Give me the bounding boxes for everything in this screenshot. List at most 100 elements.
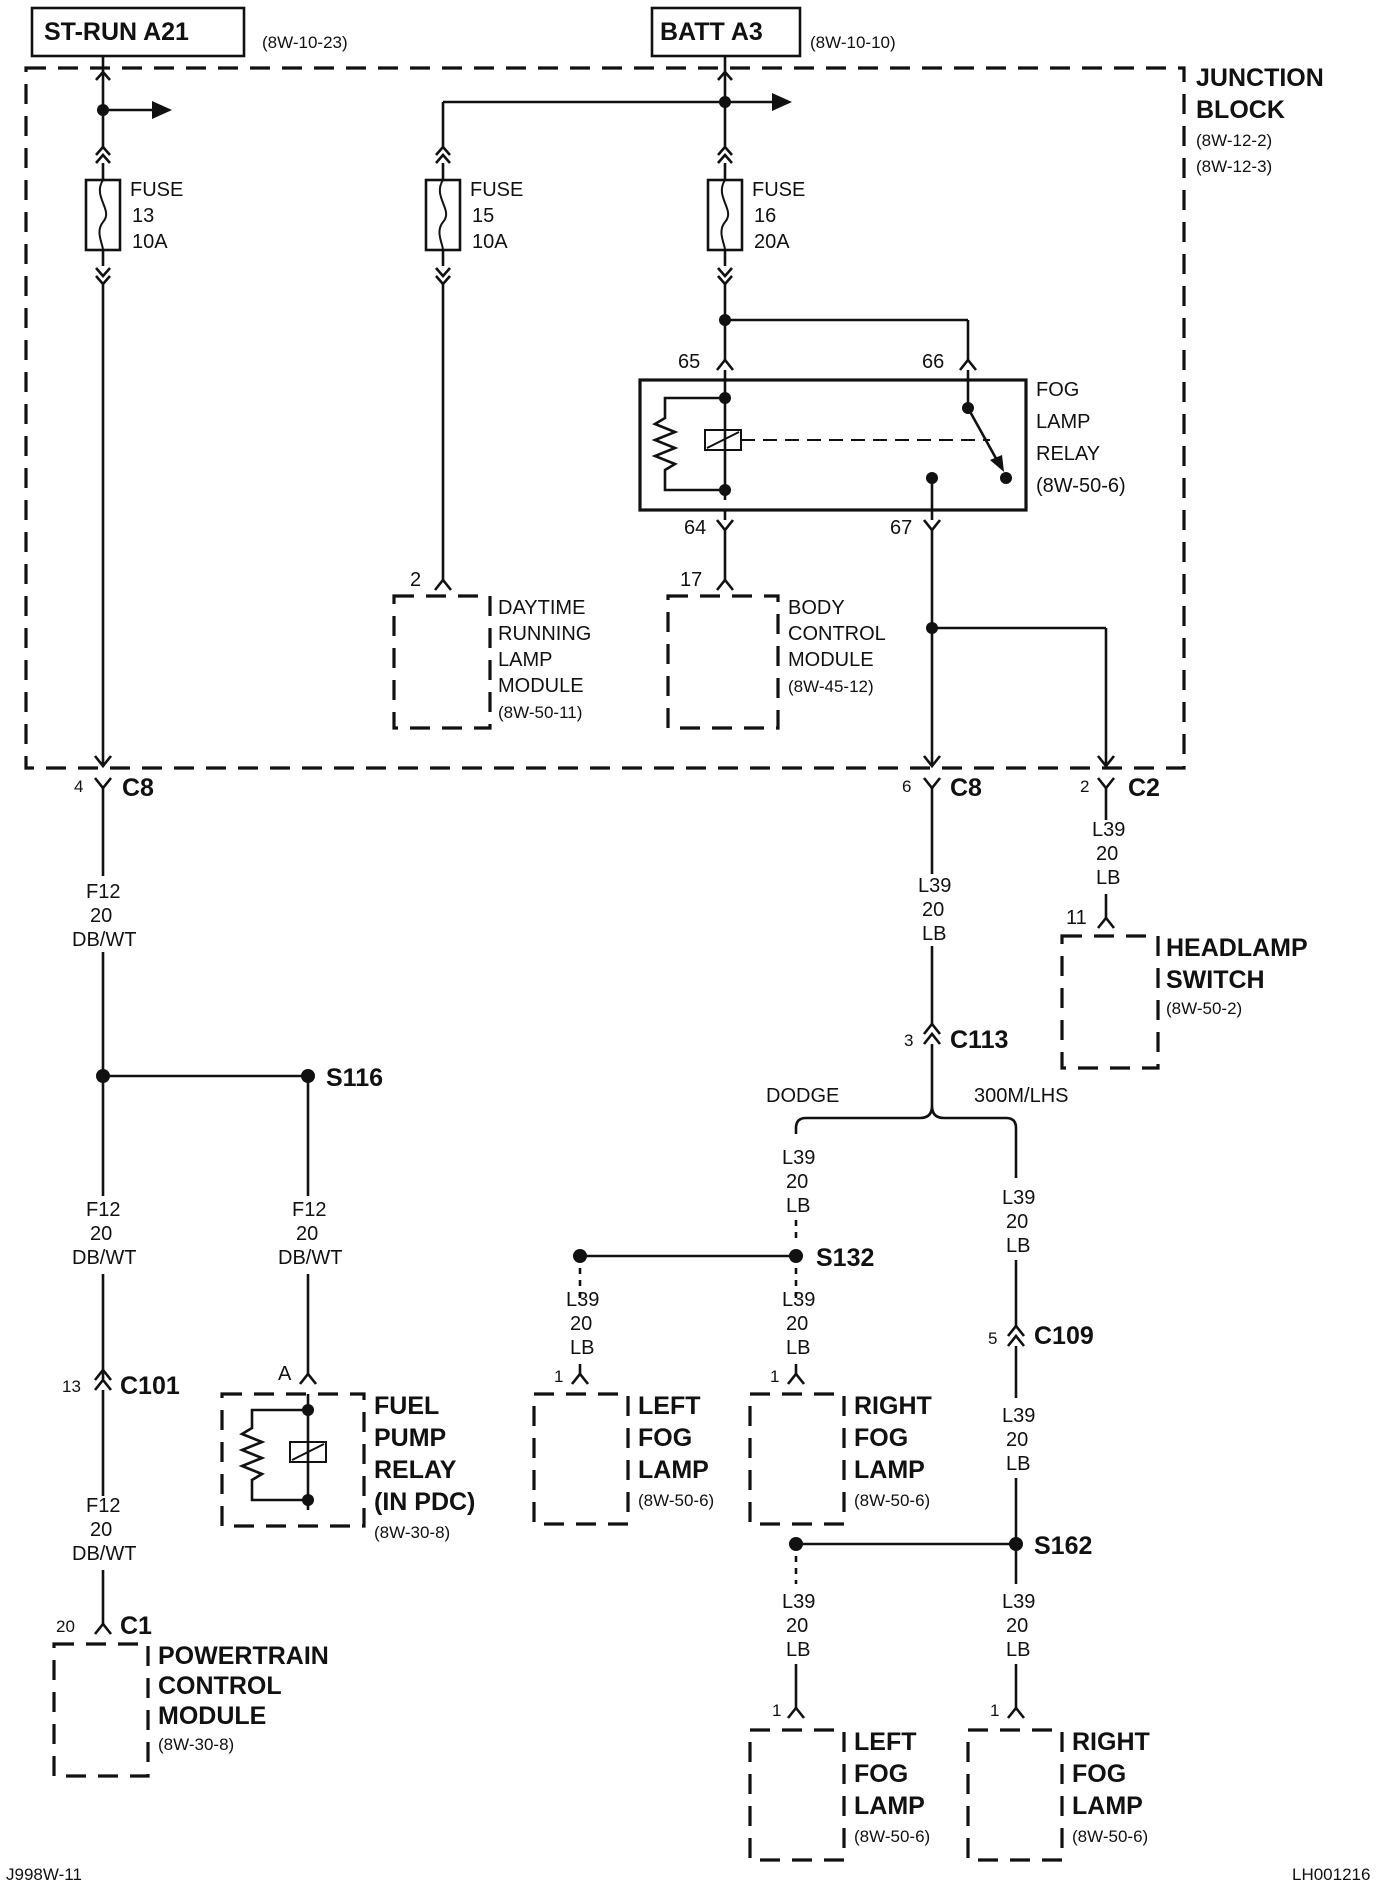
- c101-pin: 13: [62, 1377, 81, 1396]
- fog-relay-ref: (8W-50-6): [1036, 475, 1126, 497]
- c109-pin: 5: [988, 1329, 997, 1348]
- l39-b-2: 20: [922, 899, 944, 921]
- fuse-16-label-3: 20A: [754, 231, 790, 253]
- fog-relay-pin-67: 67: [890, 517, 912, 539]
- right-fog-upper-pin: 1: [770, 1367, 779, 1386]
- drl-label-4: MODULE: [498, 675, 584, 697]
- batt-ref: (8W-10-10): [810, 33, 896, 52]
- l39-e-1: L39: [782, 1289, 815, 1311]
- right-fog-lamp-upper-box: [748, 1392, 846, 1526]
- l39-d-3: LB: [570, 1337, 594, 1359]
- l39-c-2: 20: [786, 1171, 808, 1193]
- f12-b-3: DB/WT: [72, 1247, 136, 1269]
- right-fog-lamp-lower-box: [966, 1728, 1064, 1862]
- l39-f-2: 20: [1006, 1211, 1028, 1233]
- l39-g-3: LB: [1006, 1453, 1030, 1475]
- l39-i-3: LB: [1006, 1639, 1030, 1661]
- right-fog-lower-label-1: RIGHT: [1072, 1728, 1150, 1756]
- fog-relay-pin-64: 64: [684, 517, 706, 539]
- drl-label-3: LAMP: [498, 649, 552, 671]
- fog-lamp-relay: [638, 370, 1028, 512]
- st-run-label: ST-RUN A21: [44, 18, 189, 46]
- left-fog-lower-ref: (8W-50-6): [854, 1827, 930, 1846]
- pcm-ref: (8W-30-8): [158, 1735, 234, 1754]
- l39-e-2: 20: [786, 1313, 808, 1335]
- l39-h-2: 20: [786, 1615, 808, 1637]
- fuse-15-label-3: 10A: [472, 231, 508, 253]
- bcm-label-1: BODY: [788, 597, 845, 619]
- l39-e-3: LB: [786, 1337, 810, 1359]
- left-fog-lamp-lower-box: [748, 1728, 846, 1862]
- fuse-15-lower-wire: [433, 250, 453, 591]
- fuel-pump-relay-label-1: FUEL: [374, 1392, 439, 1420]
- relay-output-wires: [715, 510, 1116, 769]
- drl-module-box: [392, 594, 492, 730]
- l39-a-2: 20: [1096, 843, 1118, 865]
- f12-a-3: DB/WT: [72, 929, 136, 951]
- left-fog-upper-label-3: LAMP: [638, 1456, 709, 1484]
- fuel-pump-relay-label-4: (IN PDC): [374, 1488, 475, 1516]
- left-fog-lower-label-1: LEFT: [854, 1728, 917, 1756]
- fuse-13-label-1: FUSE: [130, 179, 183, 201]
- l39-a-3: LB: [1096, 867, 1120, 889]
- left-fog-lower-pin: 1: [772, 1701, 781, 1720]
- l39-b-1: L39: [918, 875, 951, 897]
- s116-label: S116: [326, 1064, 383, 1092]
- right-fog-lower-pin: 1: [990, 1701, 999, 1720]
- l39-f-3: LB: [1006, 1235, 1030, 1257]
- f12-c-3: DB/WT: [72, 1543, 136, 1565]
- headlamp-switch-ref: (8W-50-2): [1166, 999, 1242, 1018]
- pcm-label-1: POWERTRAIN: [158, 1642, 329, 1670]
- l39-c-1: L39: [782, 1147, 815, 1169]
- fuse-15: [424, 178, 462, 252]
- left-fog-upper-label-2: FOG: [638, 1424, 692, 1452]
- junction-block-title-2: BLOCK: [1196, 96, 1285, 124]
- fuse-16-label-1: FUSE: [752, 179, 805, 201]
- headlamp-switch-pin: 11: [1066, 907, 1087, 929]
- fuse-16: [706, 178, 744, 252]
- l39-c-3: LB: [786, 1195, 810, 1217]
- l39-g-1: L39: [1002, 1405, 1035, 1427]
- c2-connector: [1096, 777, 1116, 791]
- f12-b-1: F12: [86, 1199, 120, 1221]
- drl-label-2: RUNNING: [498, 623, 591, 645]
- l39-a-1: L39: [1092, 819, 1125, 841]
- left-fog-lower-label-2: FOG: [854, 1760, 908, 1788]
- fog-relay-pin-66: 66: [922, 351, 944, 373]
- fuse-15-label-1: FUSE: [470, 179, 523, 201]
- pcm-label-3: MODULE: [158, 1702, 266, 1730]
- bcm-ref: (8W-45-12): [788, 677, 874, 696]
- right-fog-upper-label-2: FOG: [854, 1424, 908, 1452]
- fuse-13-label-3: 10A: [132, 231, 168, 253]
- junction-block-title-1: JUNCTION: [1196, 64, 1324, 92]
- left-fog-lower-label-3: LAMP: [854, 1792, 925, 1820]
- footer-left: J998W-11: [6, 1865, 82, 1884]
- l39-h-3: LB: [786, 1639, 810, 1661]
- fog-relay-label-1: FOG: [1036, 379, 1079, 401]
- c8-right-label: C8: [950, 774, 982, 802]
- st-run-ref: (8W-10-23): [262, 33, 348, 52]
- s132-label: S132: [816, 1244, 874, 1272]
- f12-d-3: DB/WT: [278, 1247, 342, 1269]
- l39-i-1: L39: [1002, 1591, 1035, 1613]
- s162-label: S162: [1034, 1532, 1092, 1560]
- bcm-label-3: MODULE: [788, 649, 874, 671]
- l39-main-wire: [922, 788, 942, 1106]
- fuel-pump-relay-pin: A: [278, 1363, 292, 1385]
- branch-lhs-label: 300M/LHS: [974, 1085, 1069, 1107]
- branch-dodge-label: DODGE: [766, 1085, 839, 1107]
- headlamp-switch-label-1: HEADLAMP: [1166, 934, 1308, 962]
- c8-right-connector: [922, 777, 942, 791]
- f12-a-1: F12: [86, 881, 120, 903]
- left-fog-upper-pin: 1: [554, 1367, 563, 1386]
- f12-c-2: 20: [90, 1519, 112, 1541]
- f12-d-2: 20: [296, 1223, 318, 1245]
- dodge-branch-wire: [786, 1128, 806, 1385]
- c1-label: C1: [120, 1612, 152, 1640]
- fuse-16-lower-wire: [715, 250, 978, 371]
- fuse-13: [84, 178, 122, 252]
- c1-pin: 20: [56, 1617, 75, 1636]
- s162-lower-wires: [786, 1544, 1026, 1719]
- fuel-pump-relay: [220, 1392, 366, 1528]
